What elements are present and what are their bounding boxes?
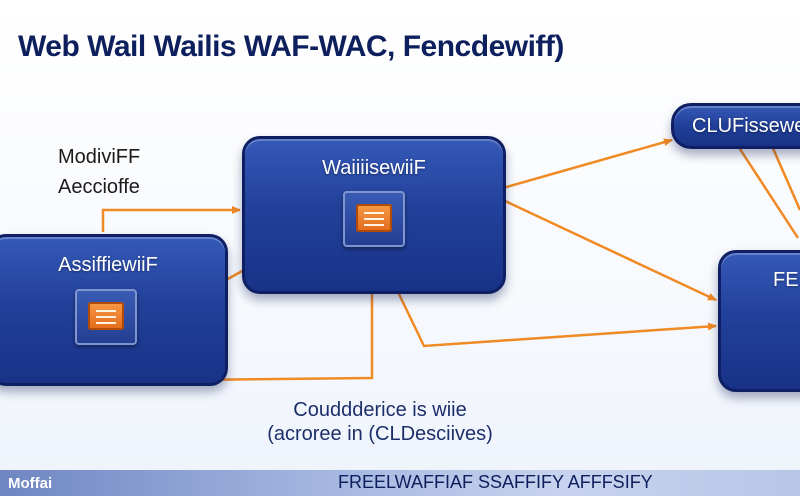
footer-bar: Moffai FREELWAFFIAF SSAFFIFY AFFFSIFY — [0, 470, 800, 496]
arrow-left-bottom — [189, 292, 374, 382]
side-label-line2: Aeccioffe — [58, 176, 140, 198]
node-right-label: FE — [773, 269, 799, 291]
app-window-icon — [343, 191, 405, 247]
arrow-center-to-right-upper — [502, 198, 717, 302]
node-center-label: WaiiiisewiiF — [322, 157, 426, 179]
caption: Couddderice is wiie (acroree in (CLDesci… — [240, 398, 520, 446]
arrow-side-to-center — [101, 206, 241, 232]
page-title: Web Wail Wailis WAF-WAC, Fencdewiff) — [18, 30, 564, 63]
arrow-center-to-right-lower — [396, 291, 717, 348]
caption-line1: Couddderice is wiie — [293, 399, 467, 421]
arrow-topright-to-right-2 — [770, 145, 800, 211]
node-top-right[interactable]: CLUFissewe — [671, 103, 800, 149]
node-top-right-label: CLUFissewe — [692, 115, 800, 137]
footer-logo-text: Moffai — [8, 475, 53, 492]
node-left[interactable]: AssiffiewiiF — [0, 234, 228, 386]
node-center[interactable]: WaiiiisewiiF — [242, 136, 506, 294]
caption-line2: (acroree in (CLDesciives) — [267, 423, 493, 445]
node-right[interactable]: FE — [718, 250, 800, 392]
side-label-line1: ModiviFF — [58, 146, 141, 168]
node-left-label: AssiffiewiiF — [58, 254, 158, 276]
arrow-center-to-topright — [502, 138, 673, 190]
side-label: ModiviFF Aeccioffe — [58, 142, 140, 202]
footer-center-text: FREELWAFFIAF SSAFFIFY AFFFSIFY — [338, 472, 653, 492]
arrow-topright-to-right-1 — [736, 145, 800, 239]
app-window-icon — [75, 289, 137, 345]
arrow-left-to-center — [225, 268, 245, 282]
